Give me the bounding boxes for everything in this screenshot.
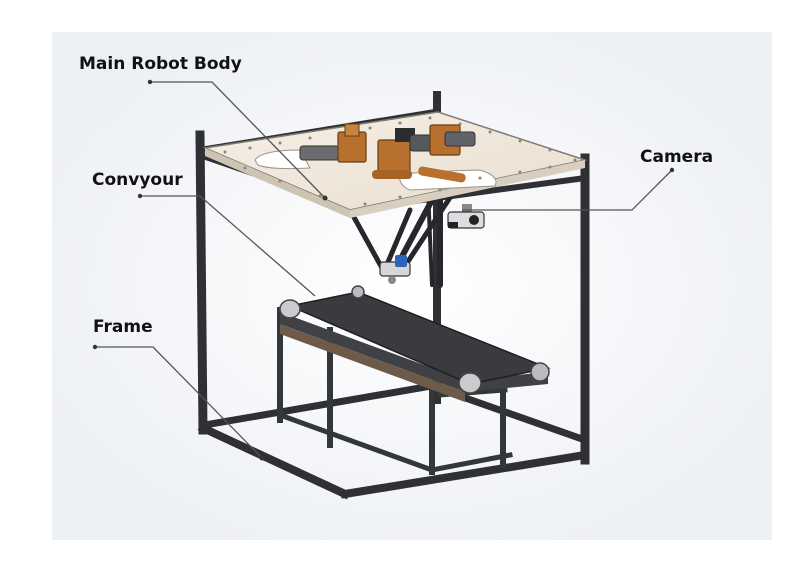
frame-leader [95,346,263,459]
leader-lines [95,81,673,459]
conveyor-leader [140,195,316,297]
conveyor [279,285,551,402]
label-frame: Frame [93,317,153,337]
main-robot-body-leader [150,81,326,199]
camera-leader [462,169,673,211]
label-camera: Camera [640,147,714,167]
label-conveyor: Convyour [92,170,183,190]
camera-device [447,204,485,229]
label-main-robot-body: Main Robot Body [79,54,242,74]
end-effector [379,255,411,284]
leader-dots [92,79,675,461]
motor-assemblies [299,123,476,183]
